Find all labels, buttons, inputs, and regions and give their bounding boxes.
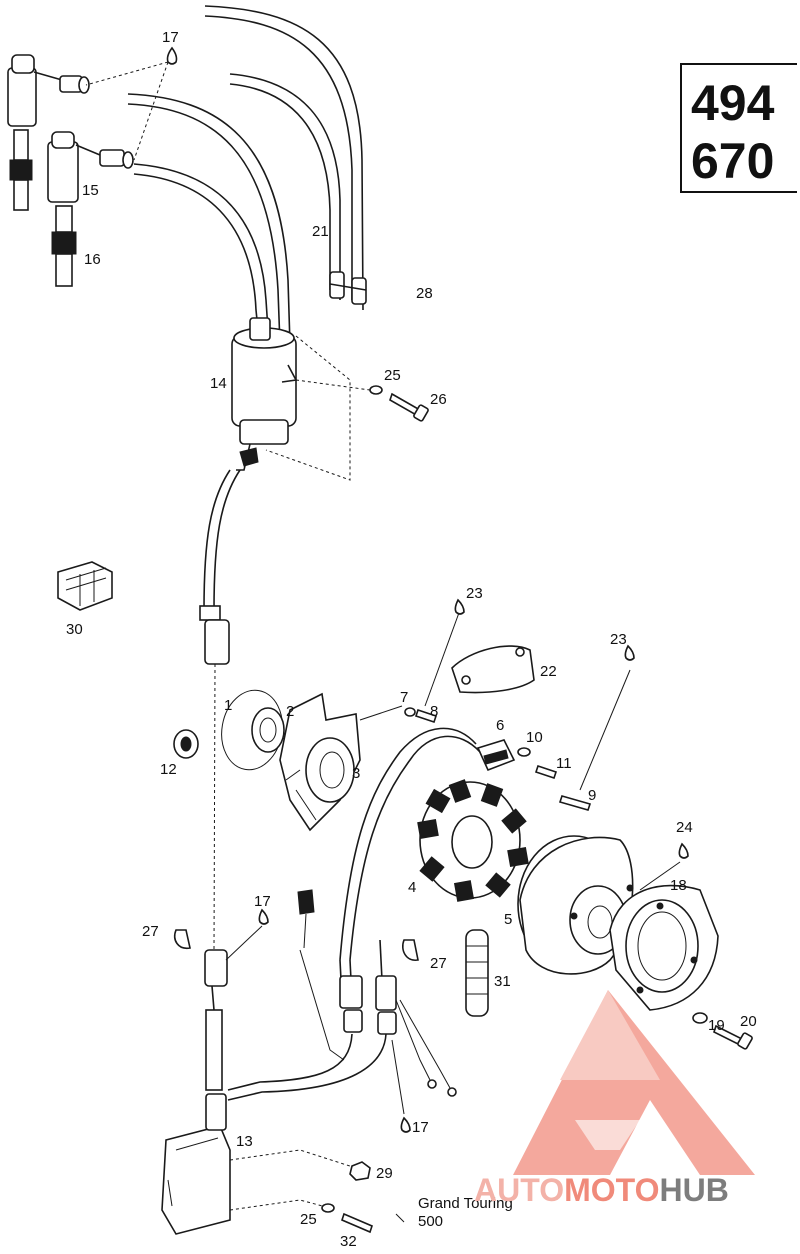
- harness-lower: [227, 889, 457, 1101]
- spark-plug-left: [9, 129, 33, 211]
- label-28: 28: [416, 285, 433, 302]
- label-4: 4: [408, 879, 416, 896]
- label-24: 24: [676, 819, 693, 836]
- watermark-hub: HUB: [659, 1172, 729, 1208]
- model-code-2: 670: [691, 133, 775, 189]
- label-15: 15: [82, 182, 99, 199]
- stator-4: [417, 779, 529, 902]
- label-23b: 23: [610, 631, 627, 648]
- model-code-1: 494: [691, 75, 775, 131]
- label-10: 10: [526, 729, 543, 746]
- label-5: 5: [504, 911, 512, 928]
- bolt-26: [369, 385, 429, 422]
- label-30: 30: [66, 621, 83, 638]
- label-20: 20: [740, 1013, 757, 1030]
- cover-22: [451, 645, 535, 694]
- label-26: 26: [430, 391, 447, 408]
- spark-plug-cap-left: [7, 54, 90, 127]
- label-25b: 25: [300, 1211, 317, 1228]
- label-23a: 23: [466, 585, 483, 602]
- label-29: 29: [376, 1165, 393, 1182]
- label-17b: 17: [254, 893, 271, 910]
- label-2: 2: [286, 703, 294, 720]
- label-27b: 27: [430, 955, 447, 972]
- label-25a: 25: [384, 367, 401, 384]
- label-8: 8: [430, 703, 438, 720]
- note-line-2: 500: [418, 1213, 443, 1230]
- label-9: 9: [588, 787, 596, 804]
- label-13: 13: [236, 1133, 253, 1150]
- label-1: 1: [224, 697, 232, 714]
- label-27a: 27: [142, 923, 159, 940]
- label-14: 14: [210, 375, 227, 392]
- ignition-coil: [231, 317, 298, 471]
- label-17c: 17: [412, 1119, 429, 1136]
- spark-plug-cap-15: [47, 131, 134, 203]
- model-code-box: [680, 63, 797, 193]
- cdi-module-13: [161, 1093, 231, 1235]
- label-32: 32: [340, 1233, 357, 1250]
- label-11: 11: [556, 755, 572, 772]
- label-16: 16: [84, 251, 101, 268]
- label-12: 12: [160, 761, 177, 778]
- label-31: 31: [494, 973, 511, 990]
- watermark-moto: MOTO: [564, 1172, 660, 1208]
- grommet-12: [173, 729, 199, 759]
- label-22: 22: [540, 663, 557, 680]
- watermark-text: AUTOMOTOHUB: [474, 1174, 729, 1206]
- note-line-1: Grand Touring: [418, 1195, 513, 1212]
- seal-2: [251, 707, 285, 753]
- label-6: 6: [496, 717, 504, 734]
- label-18: 18: [670, 877, 687, 894]
- label-7: 7: [400, 689, 408, 706]
- label-3: 3: [352, 765, 360, 782]
- watermark-auto: AUTO: [474, 1172, 565, 1208]
- label-17a: 17: [162, 29, 179, 46]
- spark-plug-16: [51, 205, 77, 287]
- watermark-logo: [513, 990, 755, 1175]
- label-21: 21: [312, 223, 329, 240]
- sensor-6: [476, 739, 516, 772]
- sleeve-31: [465, 929, 489, 1017]
- connector-30: [57, 561, 113, 611]
- part-labels: 17 15 16 21 28 14 25 26 30 23 22 23 1 2 …: [66, 29, 757, 1250]
- label-19: 19: [708, 1017, 725, 1034]
- housing-3: [279, 692, 361, 832]
- ignition-wires: [127, 5, 367, 346]
- ring-gear-18: [609, 884, 719, 1011]
